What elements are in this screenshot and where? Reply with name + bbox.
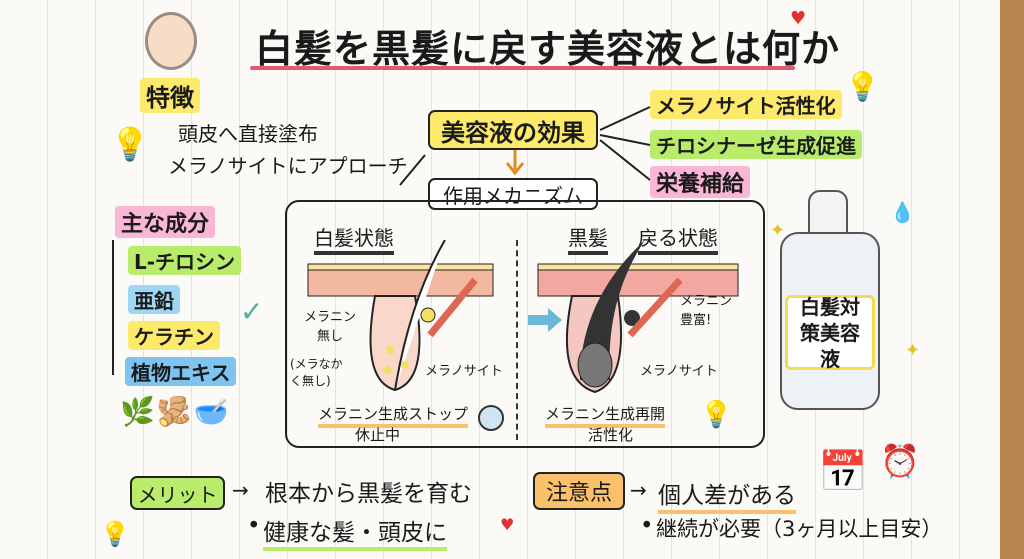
ingredient-item: L-チロシン xyxy=(128,246,242,275)
alarm-clock-icon: ⏰ xyxy=(880,442,920,480)
lightbulb-icon: 💡 xyxy=(110,125,150,163)
mechanism-panel xyxy=(285,200,765,448)
page-title: 白髪を黒髪に戻す美容液とは何か xyxy=(255,27,841,71)
effect-item: チロシナーゼ生成促進 xyxy=(650,130,862,159)
sparkle-icon: ✦ xyxy=(770,220,786,241)
hair-follicle-diagrams xyxy=(307,240,739,394)
mechanism-label: 作用メカニズム xyxy=(428,178,598,210)
arrow-icon: → xyxy=(232,478,249,502)
merit-item: 健康な髪・頭皮に xyxy=(263,513,447,551)
bottle-cap xyxy=(808,190,848,235)
after-status: メラニン生成再開 xyxy=(545,403,666,428)
features-label: 特徴 xyxy=(140,78,200,113)
caution-box: 注意点 xyxy=(533,472,625,510)
note-label: (メラなかく無し) xyxy=(290,357,343,388)
effect-item: 栄養補給 xyxy=(650,166,751,198)
calendar-icon: 📅 xyxy=(818,449,868,495)
sad-face-icon xyxy=(478,405,504,431)
before-title: 白髪状態 xyxy=(314,222,394,255)
merit-bullet: • xyxy=(247,513,261,539)
ingredient-item: ケラチン xyxy=(128,321,220,350)
heart-icon: ♥ xyxy=(500,515,515,534)
rich-melanin-label: メラニン豊富! xyxy=(680,294,733,328)
sparkle-icon: ✦ xyxy=(905,340,921,361)
feature-item: 頭皮へ直接塗布 xyxy=(178,122,318,146)
bottle-label: 白髪対策美容液 xyxy=(785,295,875,371)
feature-item: メラノサイトにアプローチ xyxy=(168,154,408,178)
lightbulb-icon: 💡 xyxy=(100,520,130,548)
melanocyte-label: メラノサイト xyxy=(640,364,718,379)
melanocyte-label: メラノサイト xyxy=(425,364,503,379)
caution-item: 継続が必要（3ヶ月以上目安） xyxy=(656,517,943,541)
ingredient-item: 植物エキス xyxy=(125,357,237,386)
before-status2: 休止中 xyxy=(355,426,401,444)
merit-item: 根本から黒髪を育む xyxy=(265,481,472,507)
title-underline xyxy=(250,66,795,70)
effect-item: メラノサイト活性化 xyxy=(650,90,842,119)
after-title-b: 戻る状態 xyxy=(638,222,718,255)
arrow-icon: → xyxy=(630,478,647,502)
after-title-a: 黒髪 xyxy=(568,222,608,255)
divider xyxy=(516,240,518,440)
checkmark-icon: ✓ xyxy=(240,295,264,328)
droplet-icon: 💧 xyxy=(890,200,915,224)
lightbulb-icon: 💡 xyxy=(700,400,733,430)
effects-box: 美容液の効果 xyxy=(428,110,598,150)
no-melanin-label: メラニン無し xyxy=(303,310,356,344)
wood-desk xyxy=(1000,0,1024,559)
herbs-illustration: 🌿🫚🥣 xyxy=(120,395,231,428)
caution-item: 個人差がある xyxy=(658,476,796,514)
woman-avatar xyxy=(145,12,197,70)
after-status2: 活性化 xyxy=(588,426,634,444)
before-status: メラニン生成ストップ xyxy=(318,403,469,428)
ingredients-label: 主な成分 xyxy=(115,206,216,238)
merit-box: メリット xyxy=(130,476,225,510)
heart-icon: ♥ xyxy=(790,8,807,29)
lightbulb-icon: 💡 xyxy=(845,70,880,103)
connector-arrows xyxy=(399,106,651,186)
ingredients-bracket xyxy=(112,240,114,375)
caution-bullet: • xyxy=(640,513,654,539)
ingredient-item: 亜鉛 xyxy=(128,285,180,314)
